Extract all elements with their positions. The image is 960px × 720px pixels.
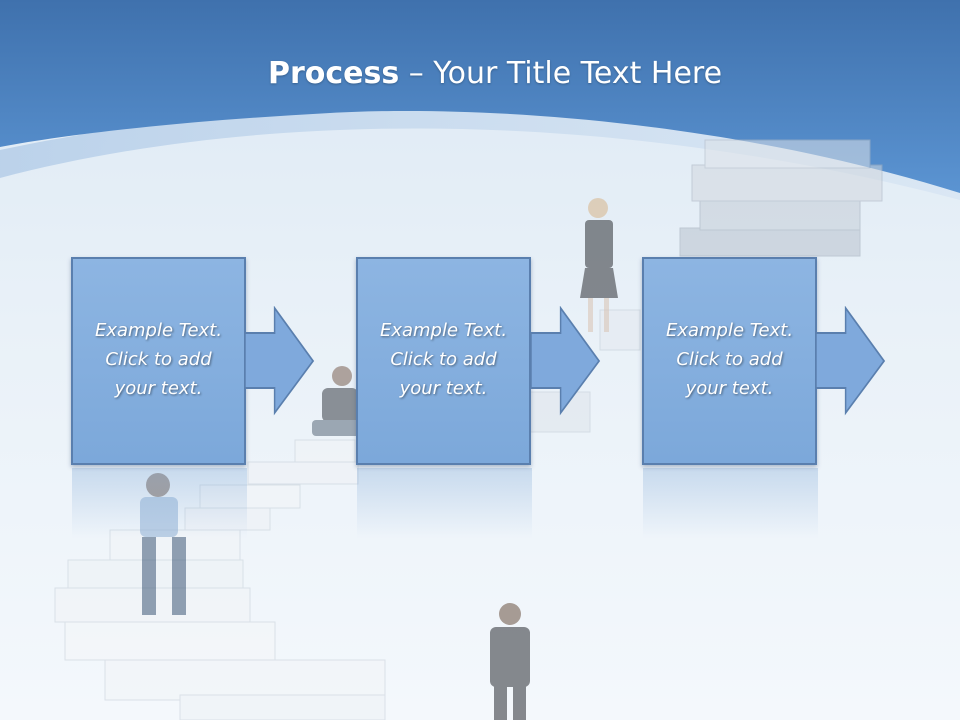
step-reflection [72, 468, 247, 538]
book-stack-step [247, 461, 359, 485]
book-stack-step [699, 199, 861, 231]
book-stack-step [704, 139, 871, 169]
process-step-3-box[interactable]: Example Text. Click to add your text. [642, 257, 817, 465]
book-stack-step [199, 484, 301, 509]
process-step-1-text: Example Text. Click to add your text. [94, 320, 223, 399]
book-stack-step [64, 621, 276, 661]
book-stack-step [104, 659, 386, 701]
process-step-2-text: Example Text. Click to add your text. [379, 320, 508, 399]
book-stack-step [691, 164, 883, 202]
step-reflection [357, 468, 532, 538]
book-stack-step [294, 439, 356, 463]
process-arrow-2-icon [531, 306, 601, 416]
process-arrow-1-icon [245, 306, 315, 416]
standing-woman-figure-bottom [490, 603, 530, 720]
process-step-2-box[interactable]: Example Text. Click to add your text. [356, 257, 531, 465]
process-arrow-3-icon [816, 306, 886, 416]
book-stack-step [179, 694, 386, 720]
step-reflection [643, 468, 818, 538]
title-rest-part: – Your Title Text Here [399, 56, 723, 91]
standing-woman-figure-top [580, 198, 618, 332]
seated-man-figure [140, 473, 186, 615]
process-step-1-box[interactable]: Example Text. Click to add your text. [71, 257, 246, 465]
header-band [0, 0, 960, 200]
title-strong-part: Process [267, 56, 400, 91]
process-step-3-text: Example Text. Click to add your text. [665, 320, 794, 399]
slide-title[interactable]: Process – Your Title Text Here [0, 52, 960, 96]
book-stack-step [679, 227, 861, 257]
reading-man-figure [312, 366, 360, 436]
